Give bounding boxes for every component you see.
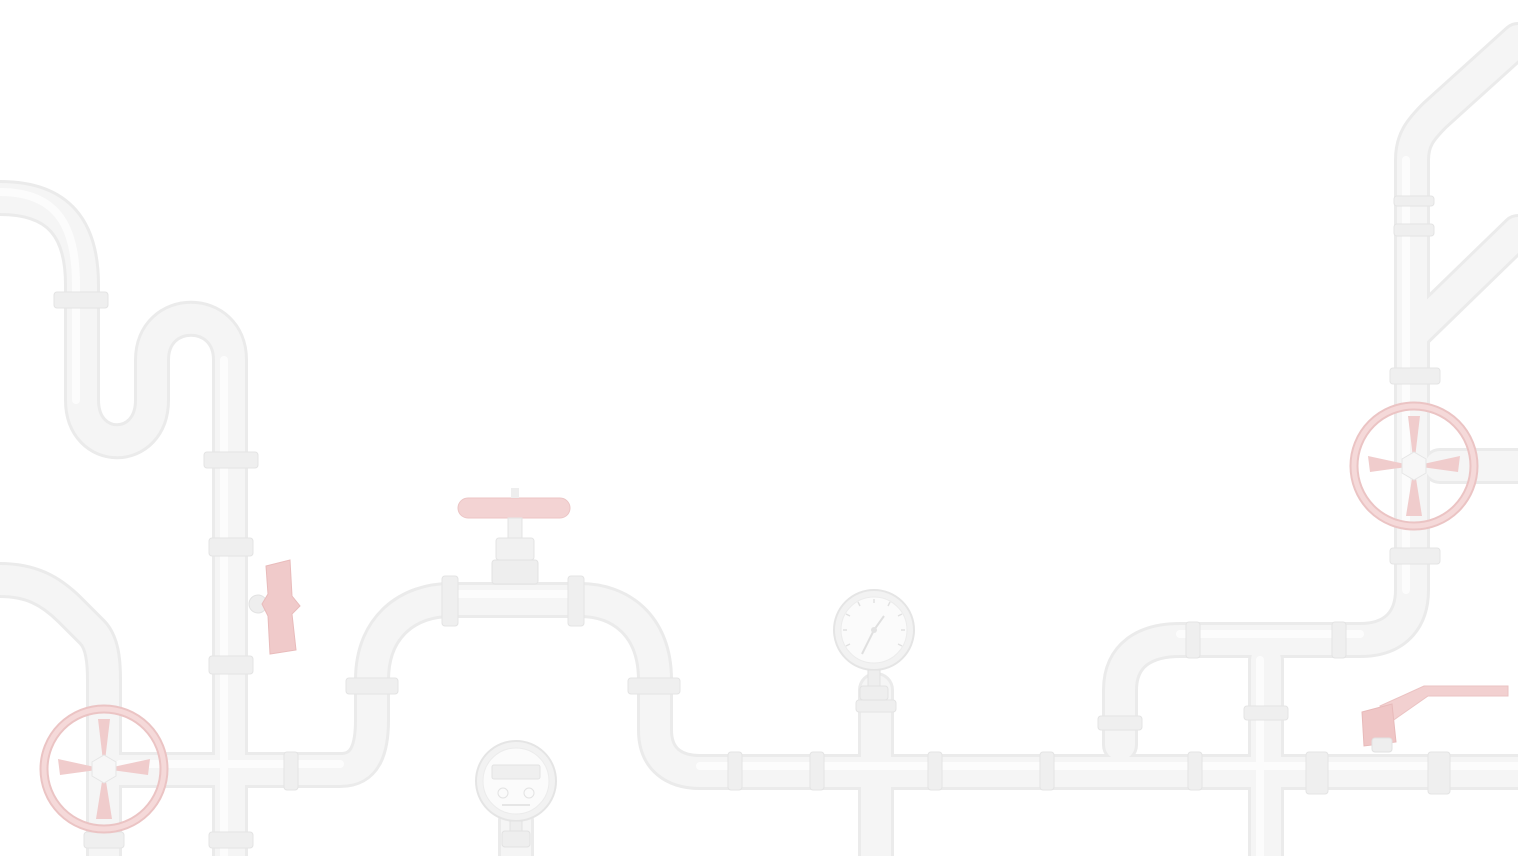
pressure-gauge-icon <box>833 589 915 701</box>
flange <box>727 751 743 791</box>
flange <box>1389 547 1441 565</box>
handwheel-valve-icon <box>1349 401 1479 531</box>
flange <box>208 655 254 675</box>
flange <box>441 575 459 627</box>
pipe-segments <box>0 22 1518 856</box>
butterfly-valve-icon <box>248 559 301 655</box>
flange <box>627 677 681 695</box>
flange <box>345 677 399 695</box>
flange <box>208 831 254 849</box>
flange <box>283 751 299 791</box>
flange <box>1243 705 1289 721</box>
flange <box>1389 367 1441 385</box>
flange <box>1305 751 1329 795</box>
handwheel-valve-icon <box>39 704 169 834</box>
gate-valve-icon <box>457 488 571 585</box>
flange <box>1393 195 1435 207</box>
flange <box>855 699 897 713</box>
flange <box>83 831 125 849</box>
water-meter-icon <box>475 740 557 848</box>
flange <box>1427 751 1451 795</box>
flange <box>1097 715 1143 731</box>
flange <box>927 751 943 791</box>
ball-valve-icon <box>1361 685 1509 753</box>
pipe-flanges <box>53 195 1451 849</box>
flange <box>1393 223 1435 237</box>
flange <box>1187 751 1203 791</box>
flange <box>809 751 825 791</box>
flange <box>203 451 259 469</box>
flange <box>567 575 585 627</box>
flange <box>208 537 254 557</box>
flange <box>1185 621 1201 659</box>
flange <box>1039 751 1055 791</box>
flange <box>53 291 109 309</box>
flange <box>1331 621 1347 659</box>
